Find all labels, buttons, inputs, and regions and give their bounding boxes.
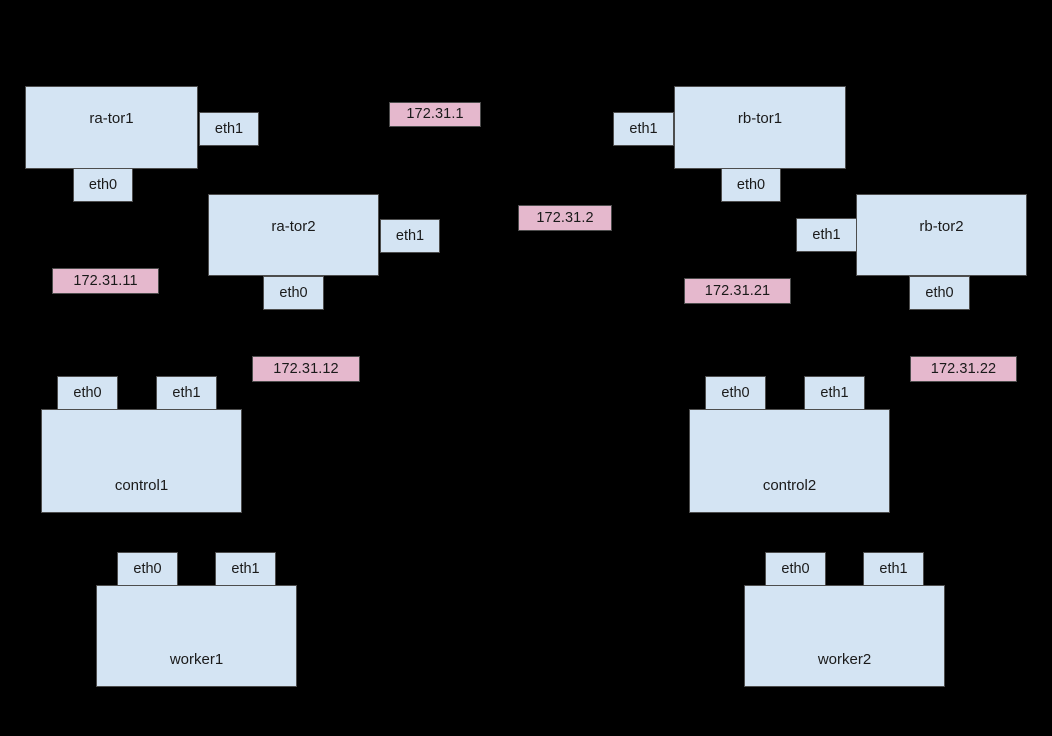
network-label-net-172-31-1[interactable]: 172.31.1 (389, 102, 481, 127)
port-label: eth0 (88, 176, 118, 193)
node-label: worker1 (169, 650, 224, 668)
network-label-text: 172.31.21 (704, 282, 771, 299)
port-worker2-eth0[interactable]: eth0 (765, 552, 826, 586)
node-worker1[interactable]: worker1 (96, 585, 297, 687)
node-control1[interactable]: control1 (41, 409, 242, 513)
port-label: eth1 (629, 120, 658, 137)
port-rb-tor1-eth1[interactable]: eth1 (613, 112, 674, 146)
node-label: ra-tor2 (271, 218, 316, 235)
port-rb-tor2-eth1[interactable]: eth1 (796, 218, 857, 252)
port-control2-eth1[interactable]: eth1 (804, 376, 865, 410)
network-label-net-172-31-11[interactable]: 172.31.11 (52, 268, 159, 294)
port-label: eth1 (812, 226, 841, 243)
port-control2-eth0[interactable]: eth0 (705, 376, 766, 410)
port-worker1-eth1[interactable]: eth1 (215, 552, 276, 586)
network-label-net-172-31-21[interactable]: 172.31.21 (684, 278, 791, 304)
node-rb-tor2[interactable]: rb-tor2 (856, 194, 1027, 276)
port-rb-tor2-eth0[interactable]: eth0 (909, 276, 970, 310)
node-label: control1 (114, 476, 169, 494)
port-control1-eth0[interactable]: eth0 (57, 376, 118, 410)
node-label: worker2 (817, 650, 872, 668)
port-label: eth0 (781, 560, 810, 577)
port-label: eth0 (133, 560, 162, 577)
port-ra-tor2-eth0[interactable]: eth0 (263, 276, 324, 310)
port-label: eth0 (925, 284, 954, 301)
port-ra-tor1-eth1[interactable]: eth1 (199, 112, 259, 146)
node-label: rb-tor2 (919, 218, 964, 235)
port-label: eth1 (214, 120, 244, 137)
network-label-text: 172.31.12 (273, 360, 339, 377)
port-worker2-eth1[interactable]: eth1 (863, 552, 924, 586)
network-label-text: 172.31.11 (73, 272, 138, 289)
node-worker2[interactable]: worker2 (744, 585, 945, 687)
port-ra-tor1-eth0[interactable]: eth0 (73, 168, 133, 202)
port-rb-tor1-eth0[interactable]: eth0 (721, 168, 781, 202)
port-label: eth1 (231, 560, 260, 577)
port-label: eth0 (279, 284, 308, 301)
port-label: eth0 (73, 384, 102, 401)
node-ra-tor2[interactable]: ra-tor2 (208, 194, 379, 276)
network-label-net-172-31-2[interactable]: 172.31.2 (518, 205, 612, 231)
port-label: eth0 (721, 384, 750, 401)
node-ra-tor1[interactable]: ra-tor1 (25, 86, 198, 169)
port-label: eth1 (820, 384, 849, 401)
network-label-net-172-31-12[interactable]: 172.31.12 (252, 356, 360, 382)
node-label: control2 (762, 476, 817, 494)
port-control1-eth1[interactable]: eth1 (156, 376, 217, 410)
port-worker1-eth0[interactable]: eth0 (117, 552, 178, 586)
node-label: rb-tor1 (737, 110, 783, 127)
node-control2[interactable]: control2 (689, 409, 890, 513)
network-label-text: 172.31.1 (406, 106, 464, 123)
port-label: eth0 (736, 176, 766, 193)
port-label: eth1 (395, 227, 425, 244)
node-rb-tor1[interactable]: rb-tor1 (674, 86, 846, 169)
network-label-text: 172.31.2 (536, 209, 594, 226)
node-label: ra-tor1 (89, 110, 134, 127)
port-label: eth1 (879, 560, 908, 577)
port-label: eth1 (172, 384, 201, 401)
network-label-text: 172.31.22 (930, 360, 997, 377)
port-ra-tor2-eth1[interactable]: eth1 (380, 219, 440, 253)
network-label-net-172-31-22[interactable]: 172.31.22 (910, 356, 1017, 382)
